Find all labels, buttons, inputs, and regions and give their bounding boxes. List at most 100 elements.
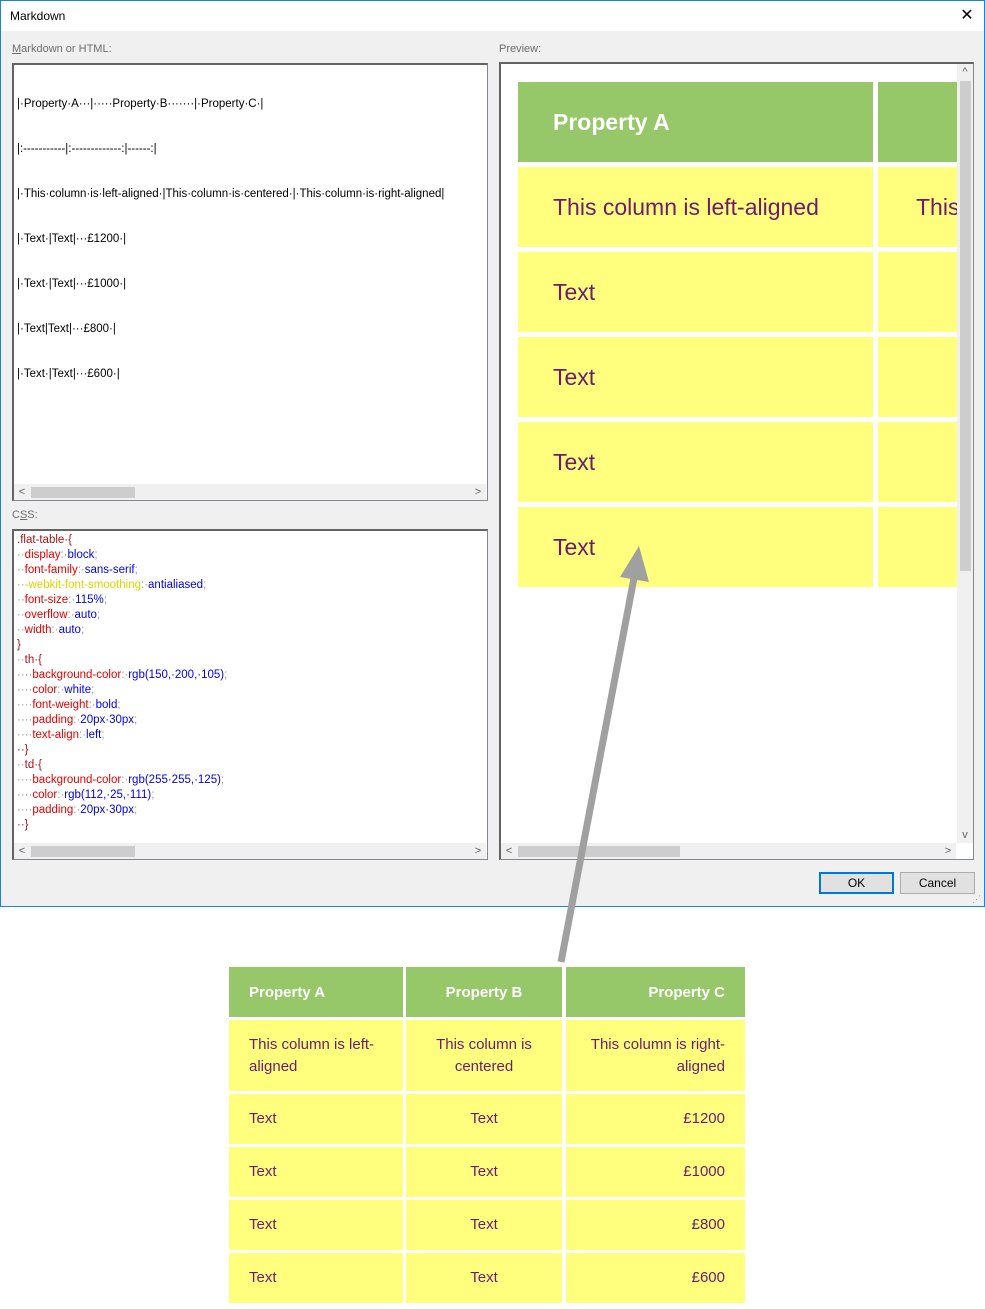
- scroll-left-icon[interactable]: <: [18, 486, 26, 498]
- css-token: ··}: [17, 744, 29, 756]
- scroll-thumb[interactable]: [518, 846, 680, 857]
- markdown-line: |·Text·|Text|···£1200·|: [17, 233, 127, 245]
- css-line: ····color:·white;: [17, 683, 227, 698]
- css-token: rgb(112,·25,·111): [64, 789, 152, 801]
- css-token: :·: [121, 669, 129, 681]
- scroll-thumb[interactable]: [960, 81, 971, 571]
- preview-cell: [878, 337, 968, 417]
- preview-hscrollbar[interactable]: < >: [501, 843, 956, 859]
- preview-pane[interactable]: Property A This column is left-aligned T…: [499, 62, 974, 860]
- scroll-right-icon[interactable]: >: [474, 845, 482, 857]
- css-token: ··: [17, 579, 25, 591]
- css-label: CSS:: [12, 509, 38, 521]
- css-token: ;: [94, 549, 98, 561]
- markdown-label-text: arkdown or HTML:: [21, 43, 112, 55]
- css-token: :·: [121, 774, 129, 786]
- css-token: width: [24, 624, 52, 636]
- css-token: antialiased: [148, 579, 204, 591]
- result-cell: Text: [406, 1200, 562, 1250]
- preview-header-b: [878, 82, 968, 162]
- css-hscrollbar[interactable]: < >: [14, 843, 486, 859]
- preview-cell: [878, 252, 968, 332]
- css-token: ;: [96, 609, 101, 621]
- css-line: ··width:·auto;: [17, 623, 227, 638]
- preview-cell: This column is left-aligned: [518, 167, 873, 247]
- css-token: :·: [67, 609, 75, 621]
- markdown-code: |·Property·A···|·····Property·B·······|·…: [17, 67, 444, 412]
- markdown-line: |·Text·|Text|···£600·|: [17, 368, 120, 380]
- css-token: ····: [17, 729, 33, 741]
- css-token: left: [86, 729, 102, 741]
- css-token: bold: [95, 699, 118, 711]
- result-cell: Text: [406, 1253, 562, 1303]
- css-line: ··overflow:·auto;: [17, 608, 227, 623]
- result-cell: Text: [229, 1094, 403, 1144]
- preview-label: Preview:: [499, 43, 542, 55]
- css-token: :·: [88, 699, 96, 711]
- css-token: ··}: [17, 819, 29, 831]
- scroll-right-icon[interactable]: >: [474, 486, 482, 498]
- close-icon[interactable]: ✕: [960, 7, 974, 24]
- scroll-thumb[interactable]: [31, 487, 135, 498]
- css-token: :·: [73, 804, 81, 816]
- markdown-line: |:-----------|:-------------:|------:|: [17, 143, 157, 155]
- css-token: :·: [51, 624, 59, 636]
- css-token: font-weight: [32, 699, 89, 711]
- preview-header-a: Property A: [518, 82, 873, 162]
- scroll-thumb[interactable]: [31, 846, 135, 857]
- css-token: ····: [17, 669, 33, 681]
- css-token: ;: [117, 699, 121, 711]
- css-token: :·: [73, 714, 81, 726]
- css-token: block: [67, 549, 95, 561]
- css-token: ;: [101, 729, 105, 741]
- css-line: .flat-table·{: [17, 533, 227, 548]
- css-token: ····: [17, 699, 33, 711]
- css-line: ··display:·block;: [17, 548, 227, 563]
- cancel-button[interactable]: Cancel: [900, 872, 975, 894]
- preview-vscrollbar[interactable]: ^ v: [957, 64, 973, 843]
- css-token: ;: [224, 669, 228, 681]
- css-token: background-color: [32, 669, 122, 681]
- result-cell: Text: [229, 1253, 403, 1303]
- css-token: 20px·30px: [80, 714, 135, 726]
- css-line: ····text-align:·left;: [17, 728, 227, 743]
- css-token: padding: [32, 804, 74, 816]
- css-line: ··th·{: [17, 653, 227, 668]
- css-token: ····: [17, 804, 33, 816]
- css-line: ····background-color:·rgb(150,·200,·105)…: [17, 668, 227, 683]
- css-line: ··td·{: [17, 758, 227, 773]
- result-cell: Text: [406, 1147, 562, 1197]
- css-line: ··font-family:·sans-serif;: [17, 563, 227, 578]
- css-token: ··: [17, 564, 25, 576]
- scroll-right-icon[interactable]: >: [944, 845, 952, 857]
- css-token: ··: [17, 624, 25, 636]
- css-token: white: [64, 684, 92, 696]
- css-token: }: [17, 639, 21, 651]
- css-token: ··: [17, 759, 25, 771]
- css-token: ··: [17, 549, 25, 561]
- css-token: ;: [91, 684, 95, 696]
- markdown-label-accesskey: M: [12, 43, 22, 55]
- css-token: 20px·30px: [80, 804, 135, 816]
- ok-button[interactable]: OK: [819, 872, 894, 894]
- scroll-up-icon[interactable]: ^: [962, 66, 968, 78]
- css-token: -webkit-font-smoothing: [24, 579, 141, 591]
- markdown-editor[interactable]: |·Property·A···|·····Property·B·······|·…: [12, 63, 488, 501]
- css-token: sans-serif: [84, 564, 135, 576]
- scroll-left-icon[interactable]: <: [18, 845, 26, 857]
- result-cell: £800: [566, 1200, 745, 1250]
- css-line: ····color:·rgb(112,·25,·111);: [17, 788, 227, 803]
- scroll-left-icon[interactable]: <: [505, 845, 513, 857]
- result-cell: This column is left-aligned: [229, 1020, 403, 1091]
- css-line: ····padding:·20px·30px;: [17, 713, 227, 728]
- resize-grip-icon[interactable]: ⋰: [972, 894, 981, 904]
- scroll-down-icon[interactable]: v: [962, 829, 968, 841]
- css-label-b: S:: [27, 509, 38, 521]
- css-token: overflow: [24, 609, 68, 621]
- markdown-hscrollbar[interactable]: < >: [14, 484, 486, 500]
- css-editor[interactable]: .flat-table·{··display:·block;··font-fam…: [12, 529, 488, 860]
- css-token: :·: [57, 684, 65, 696]
- css-token: ····: [17, 789, 33, 801]
- result-cell: £1200: [566, 1094, 745, 1144]
